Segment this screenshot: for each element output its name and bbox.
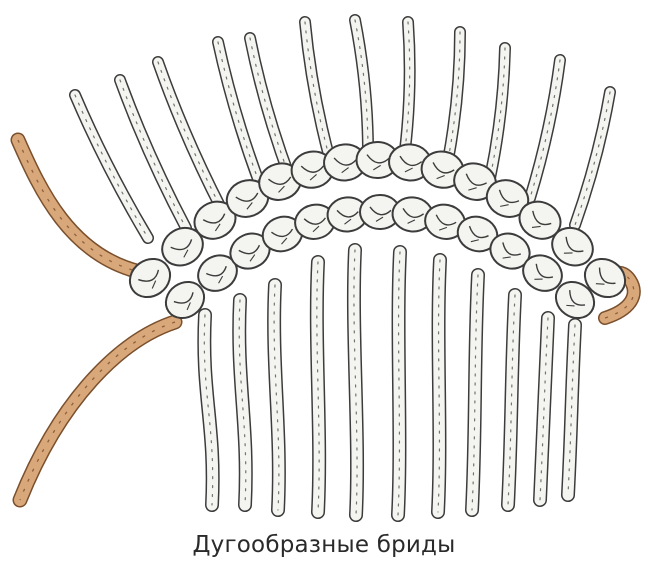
lower-cord — [398, 252, 400, 515]
lower-cord — [317, 262, 319, 512]
upper-cord — [405, 22, 410, 150]
upper-cord — [305, 22, 330, 160]
lower-cord — [540, 318, 548, 500]
upper-cord — [575, 92, 610, 225]
lower-cord — [354, 250, 357, 515]
lower-cord — [438, 260, 440, 512]
carrier-cord-segment — [18, 140, 140, 272]
upper-cord — [530, 60, 560, 198]
lower-cord — [568, 325, 575, 495]
upper-cord — [355, 20, 368, 148]
carrier-cord-segment — [20, 322, 175, 500]
lower-cord — [472, 275, 478, 510]
upper-cord — [490, 48, 505, 178]
lower-cord — [274, 285, 279, 510]
lower-cord — [508, 295, 515, 505]
lower-hanging-cords — [204, 250, 575, 515]
lower-cord — [204, 315, 212, 505]
upper-cord — [448, 32, 460, 160]
lower-cord — [239, 300, 246, 505]
illustration-caption: Дугообразные бриды — [0, 532, 648, 558]
